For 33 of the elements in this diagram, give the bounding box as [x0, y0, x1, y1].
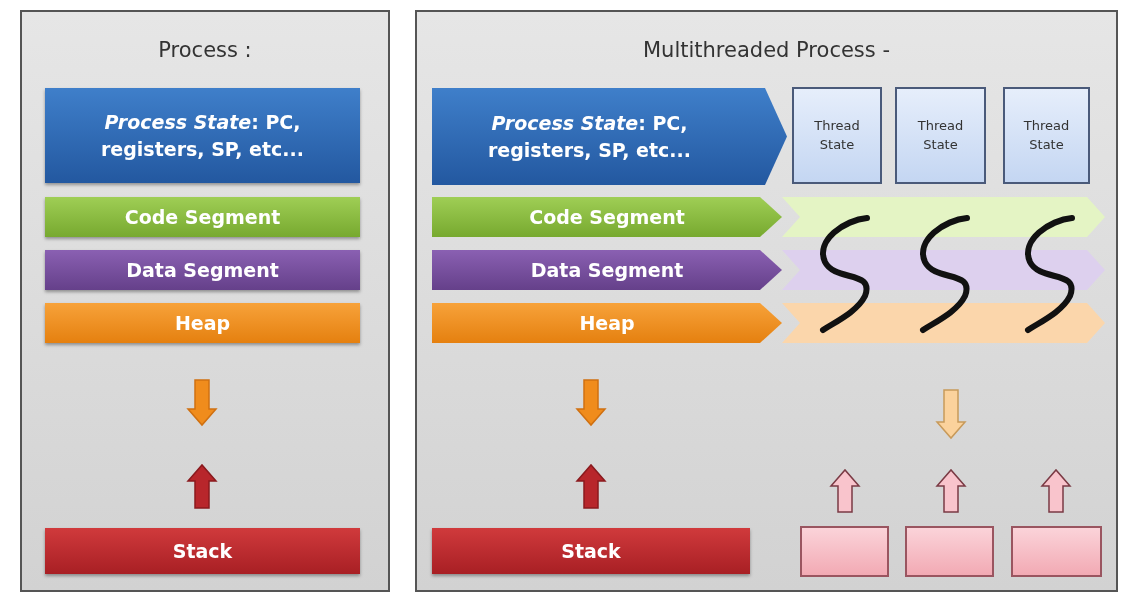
panel-title: Multithreaded Process -: [643, 38, 890, 62]
segment-bar: [45, 303, 360, 343]
panel: [20, 10, 390, 592]
panel-title: Process :: [158, 38, 252, 62]
thread-state-box: [1003, 87, 1090, 184]
box-label: Thread State: [813, 117, 861, 154]
segment-bar: [432, 250, 782, 290]
empty-box: [1011, 526, 1102, 577]
process-state-box: [45, 88, 360, 183]
bar-label: Code Segment: [124, 206, 281, 228]
bar-label: Code Segment: [529, 206, 685, 228]
process-state-box: [432, 88, 787, 185]
panel: [415, 10, 1118, 592]
box-label: Thread State: [916, 117, 965, 154]
segment-bar: [432, 197, 782, 237]
bar-label: Heap: [579, 312, 635, 334]
empty-box: [800, 526, 889, 577]
bar-label: Stack: [561, 540, 621, 562]
thread-state-box: [895, 87, 986, 184]
box-label: Process State: PC, registers, SP, etc...: [487, 110, 692, 163]
box-label: Process State: PC, registers, SP, etc...: [100, 109, 305, 162]
stack-bar: [45, 528, 360, 574]
bar-label: Data Segment: [530, 259, 684, 281]
segment-bar: [432, 303, 782, 343]
bar-label: Heap: [174, 312, 231, 334]
segment-bar: [45, 197, 360, 237]
empty-box: [905, 526, 994, 577]
segment-bar: [45, 250, 360, 290]
thread-state-box: [792, 87, 882, 184]
bar-label: Stack: [172, 540, 233, 562]
bar-label: Data Segment: [126, 259, 279, 281]
stack-bar: [432, 528, 750, 574]
box-label: Thread State: [1022, 117, 1071, 154]
